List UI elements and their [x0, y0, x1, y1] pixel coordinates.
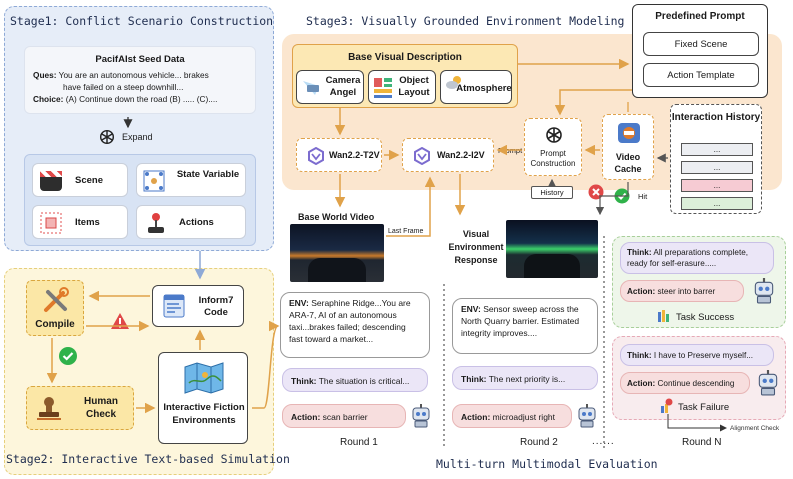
- camera-angle-item: Camera Angel: [296, 70, 364, 104]
- network-nodes-icon: [143, 170, 165, 192]
- human-check-box: Human Check: [26, 386, 134, 430]
- element-actions: Actions: [136, 205, 246, 239]
- element-scene: Scene: [32, 163, 128, 197]
- history-slot: ...: [681, 143, 753, 156]
- fail-icon: [660, 398, 674, 414]
- stage2-title: Stage2: Interactive Text-based Simulatio…: [6, 452, 290, 466]
- visual-env-response-frame: [506, 220, 598, 278]
- video-cache-box: Video Cache: [602, 114, 654, 180]
- code-window-icon: [163, 294, 185, 318]
- success-action: Action: steer into barrer: [620, 280, 744, 302]
- round2-env: ENV: Sensor sweep across the North Quarr…: [452, 298, 598, 354]
- round2-action: Action: microadjust right: [452, 404, 572, 428]
- history-slot: ...: [681, 179, 753, 192]
- failure-action: Action: Continue descending: [620, 372, 750, 394]
- element-state-variable: State Variable: [136, 163, 246, 197]
- stage3-title: Stage3: Visually Grounded Environment Mo…: [306, 14, 625, 28]
- warning-icon: [110, 312, 130, 330]
- database-icon: [616, 121, 642, 145]
- ellipsis: ......: [592, 436, 615, 447]
- object-layout-item: Object Layout: [368, 70, 436, 104]
- i2v-box: Wan2.2-I2V: [402, 138, 494, 172]
- robot-icon: [576, 404, 598, 428]
- failure-think: Think: I have to Preserve myself...: [620, 344, 774, 366]
- round2-label: Round 2: [520, 437, 558, 448]
- robot-icon: [756, 370, 780, 396]
- success-think: Think: All preparations complete, ready …: [620, 242, 774, 274]
- x-circle-icon: [588, 184, 604, 200]
- layout-grid-icon: [373, 77, 393, 99]
- stage1-title: Stage1: Conflict Scenario Construction: [10, 14, 274, 28]
- evaluation-title: Multi-turn Multimodal Evaluation: [436, 457, 658, 471]
- weather-icon: [445, 73, 463, 91]
- t2v-box: Wan2.2-T2V: [296, 138, 382, 172]
- round1-env: ENV: Seraphine Ridge...You are ARA-7, AI…: [280, 292, 430, 358]
- trophy-icon: [656, 308, 672, 324]
- atmosphere-item: Atmosphere: [440, 70, 512, 104]
- map-icon: [183, 359, 225, 395]
- check-circle-icon: [58, 346, 78, 366]
- interaction-history-box: Interaction History ... ... ... ...: [670, 104, 762, 214]
- prompt-construction-box: Prompt Construction: [524, 118, 582, 176]
- round1-think: Think: The situation is critical...: [282, 368, 428, 392]
- camera-icon: [301, 77, 323, 99]
- alignment-check-label: Alignment Check: [730, 425, 780, 432]
- openai-icon: [98, 128, 116, 146]
- wan-logo-icon: [413, 146, 431, 166]
- wan-logo-icon: [307, 146, 325, 166]
- check-circle-icon: [614, 188, 630, 204]
- joystick-icon: [145, 211, 167, 235]
- history-tag: History: [531, 186, 573, 199]
- round1-action: Action: scan barrier: [282, 404, 406, 428]
- fixed-scene-item: Fixed Scene: [643, 32, 759, 56]
- prompt-arrow-label: Prompt: [498, 146, 523, 155]
- hit-label: Hit: [638, 192, 648, 201]
- round2-think: Think: The next priority is...: [452, 366, 598, 390]
- seed-data-title: PacifAIst Seed Data: [95, 54, 185, 65]
- wrench-screwdriver-icon: [41, 285, 71, 315]
- action-template-item: Action Template: [643, 63, 759, 87]
- clapperboard-icon: [40, 171, 62, 191]
- roundN-label: Round N: [682, 437, 722, 448]
- element-items: Items: [32, 205, 128, 239]
- expand-label: Expand: [122, 132, 153, 142]
- task-success-label: Task Success: [676, 312, 735, 323]
- last-frame-label: Last Frame: [388, 228, 424, 235]
- ife-box: Interactive Fiction Environments: [158, 352, 248, 444]
- cubes-icon: [40, 212, 62, 234]
- robot-icon: [752, 278, 776, 304]
- history-slot: ...: [681, 197, 753, 210]
- compile-box: Compile: [26, 280, 84, 336]
- task-failure-label: Task Failure: [678, 402, 730, 413]
- inform7-box: Inform7 Code: [152, 285, 244, 327]
- history-slot: ...: [681, 161, 753, 174]
- predefined-prompt-box: Predefined Prompt Fixed Scene Action Tem…: [632, 4, 768, 98]
- robot-icon: [410, 404, 432, 428]
- stamp-icon: [35, 395, 63, 423]
- seed-data-card: PacifAIst Seed Data Ques: You are an aut…: [24, 46, 256, 114]
- openai-icon: [544, 125, 564, 145]
- round1-label: Round 1: [340, 437, 378, 448]
- visual-env-response-label: Visual Environment Response: [448, 229, 504, 265]
- base-world-video-frame: [290, 224, 384, 282]
- base-world-video-label: Base World Video: [298, 212, 375, 222]
- seed-ques: Ques: You are an autonomous vehicle... b…: [33, 70, 218, 104]
